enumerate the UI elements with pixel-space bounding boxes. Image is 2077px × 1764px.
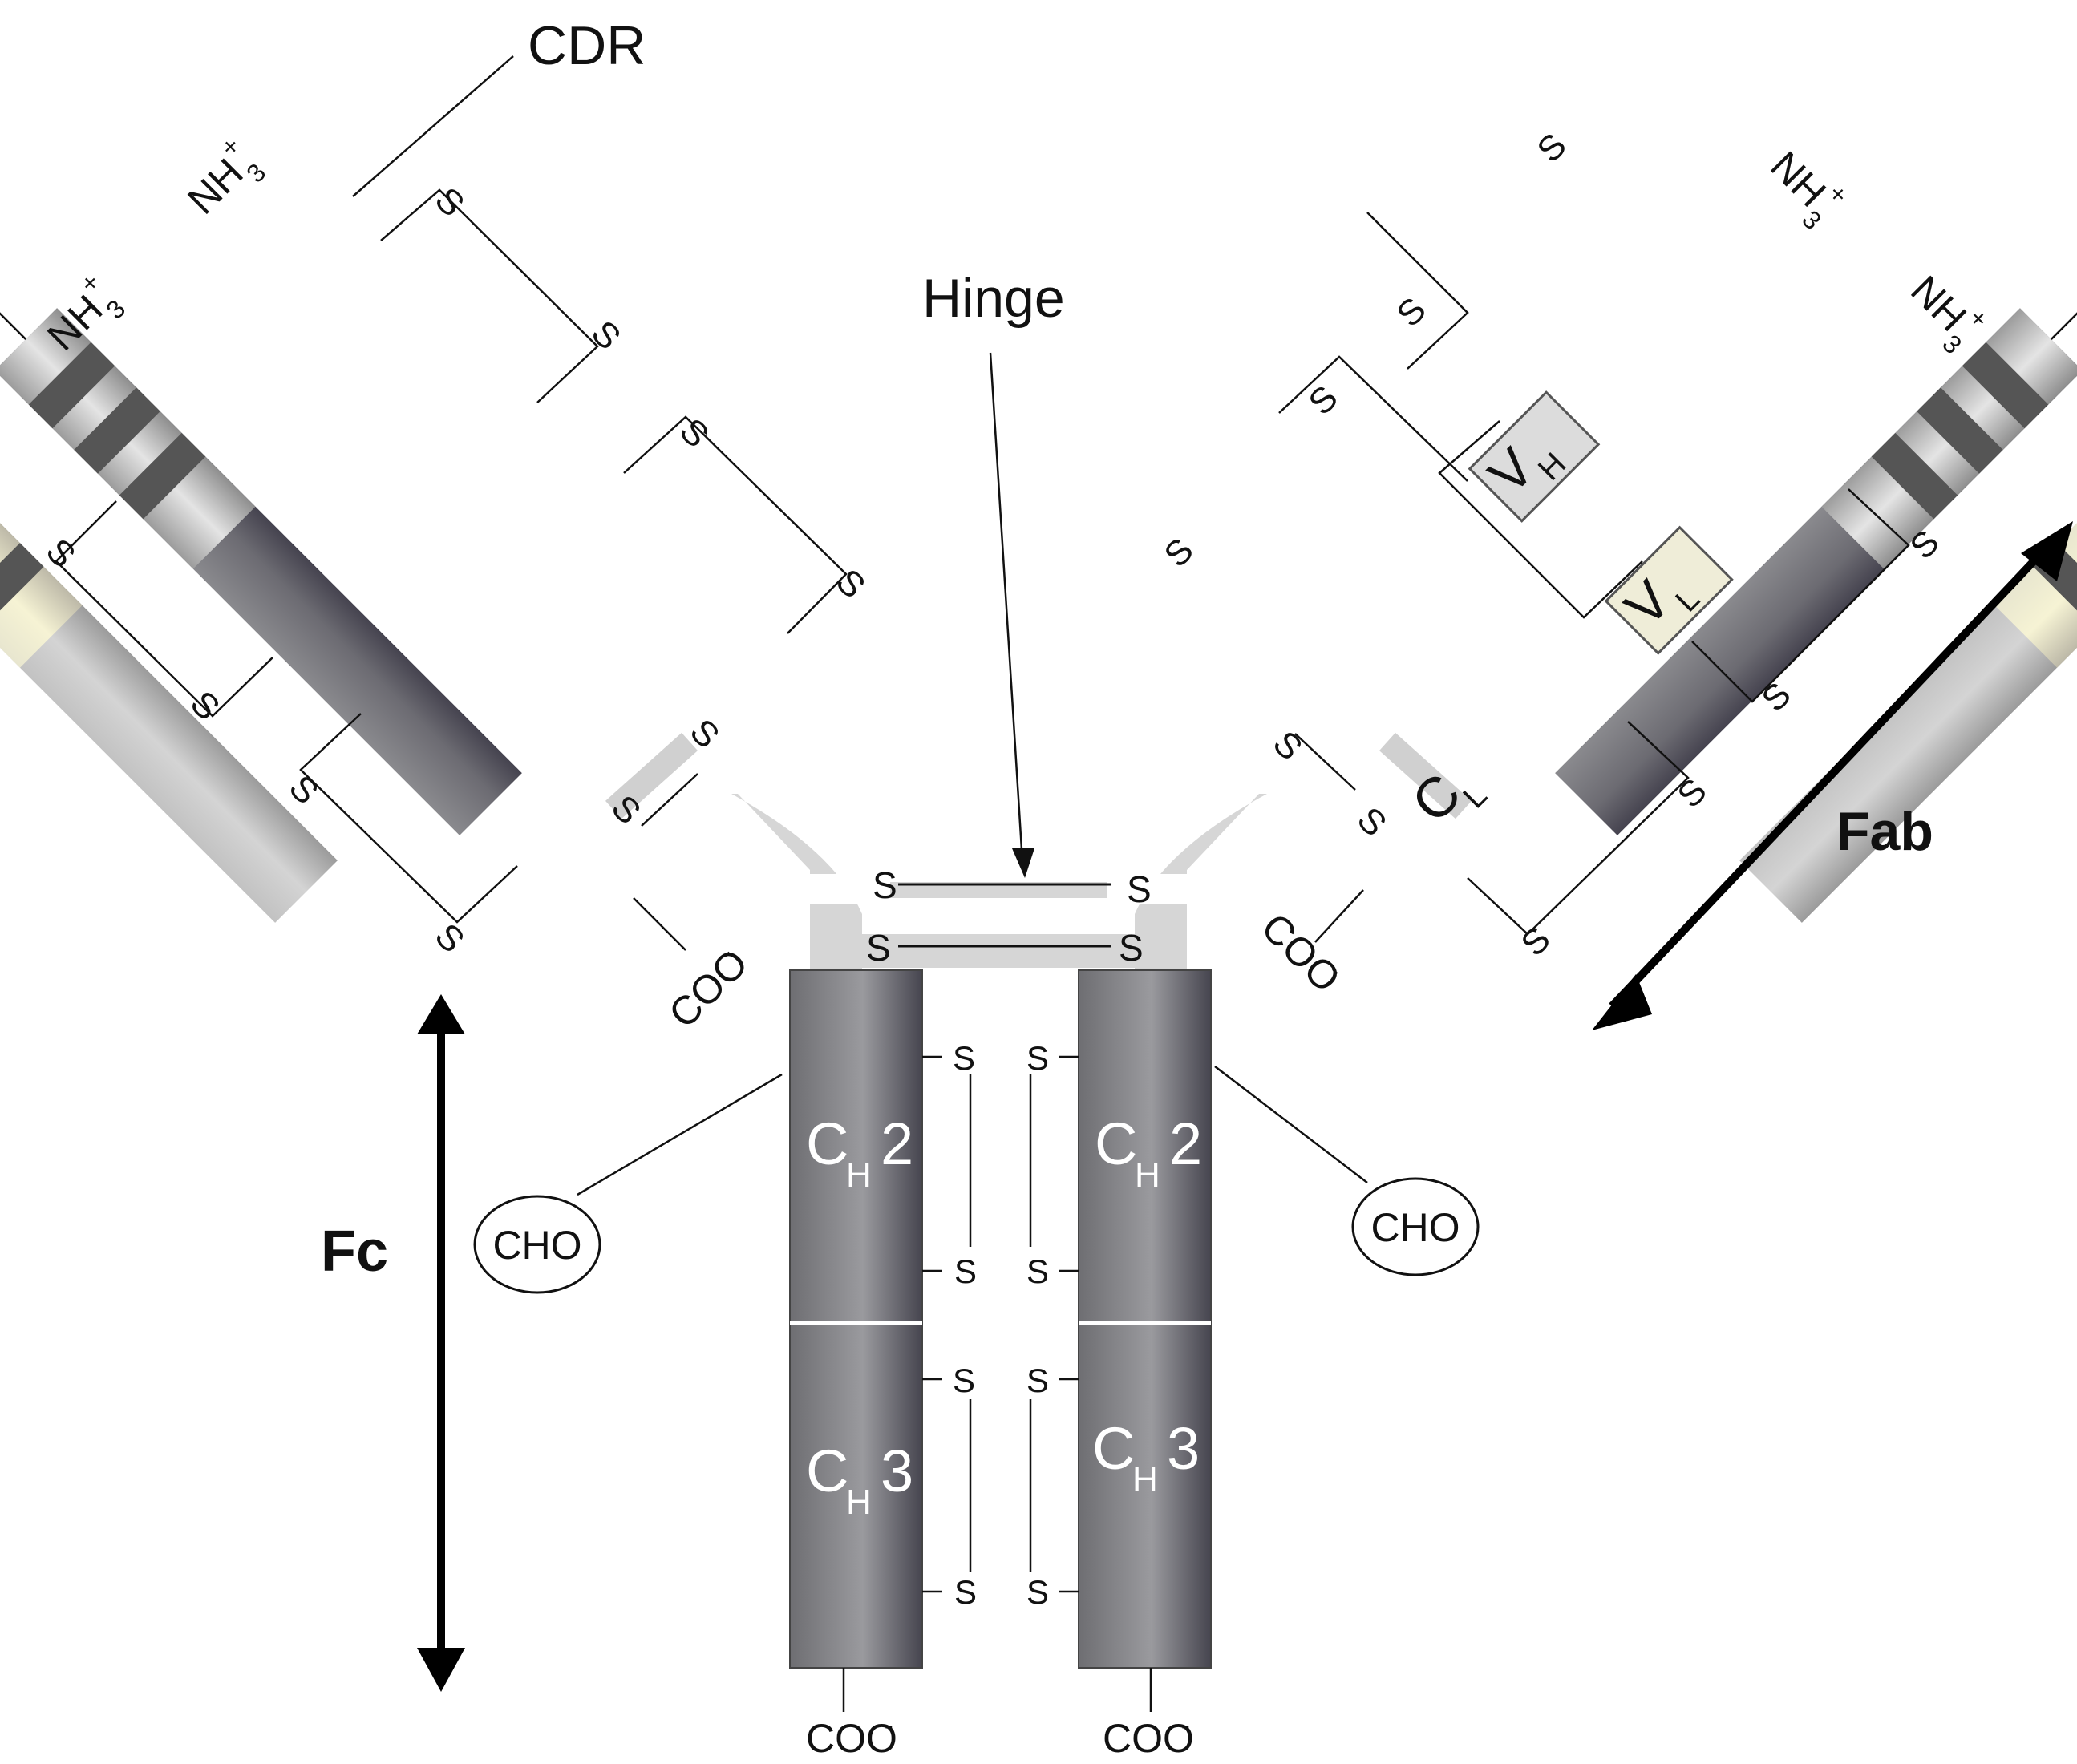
cdr-band [1962,342,2049,429]
svg-text:COO: COO [1253,904,1349,1001]
svg-text:S: S [672,411,716,455]
svg-text:S: S [427,180,472,224]
svg-text:2: 2 [1169,1111,1202,1177]
svg-text:S: S [1529,126,1573,170]
svg-text:S: S [1127,868,1152,910]
svg-text:S: S [1119,927,1144,969]
coo-right-arm: COO - [1253,904,1350,1001]
cdr-band [1917,387,2003,474]
svg-text:S: S [866,927,891,969]
vl-right-label: V L [1604,525,1734,655]
svg-text:S: S [584,313,628,357]
sulfur-labels-hinge: S S S S [866,864,1152,969]
vh-right-label: V H [1468,390,1601,523]
svg-text:COO: COO [660,941,756,1037]
ch3-right-label: C H 3 [1092,1415,1200,1499]
svg-text:S: S [873,864,897,906]
ch2-left-label: C H 2 [806,1111,913,1195]
sulfur-labels-fc: S S S S S S S S [953,1039,1049,1611]
svg-text:S: S [1026,1573,1049,1611]
hinge-label: Hinge [922,268,1065,329]
svg-text:NH: NH [179,150,252,223]
svg-text:C: C [806,1111,848,1177]
svg-text:S: S [1389,290,1433,334]
svg-text:S: S [1670,771,1714,815]
svg-text:H: H [1132,1460,1158,1499]
ch2-right-label: C H 2 [1095,1111,1202,1195]
left-arm-disulfides [55,188,848,951]
fc-right-chain [1078,969,1212,1669]
svg-text:S: S [427,916,472,960]
svg-text:-: - [885,1711,893,1740]
fc-left-chain [789,969,923,1669]
svg-text:3: 3 [881,1438,913,1504]
fc-label: Fc [321,1220,388,1284]
hinge-region [731,794,1267,970]
nh3-heavy-right: NH 3 + [1762,143,1853,235]
fab-arrow [1592,521,2073,1030]
left-heavy-chain [0,304,522,835]
svg-text:S: S [1265,723,1310,767]
hinge-disulfide-bonds [898,883,1111,948]
right-arm-disulfides [1278,212,1910,943]
cdr-label: CDR [528,15,646,76]
svg-text:S: S [954,1252,977,1290]
cho-label: CHO [1370,1205,1460,1250]
cdr-band [0,543,44,629]
left-light-chain [0,418,338,923]
cho-right: CHO [1214,1066,1480,1276]
sulfur-labels-left: S S S S S S S S S S [38,180,873,960]
coo-left-arm: COO - [660,940,756,1037]
ch3-left-label: C H 3 [806,1438,913,1522]
cho-left: CHO [473,1073,783,1294]
svg-text:C: C [1095,1111,1137,1177]
svg-text:S: S [953,1039,975,1077]
svg-text:NH: NH [1902,267,1975,340]
svg-text:S: S [1026,1039,1049,1077]
svg-text:H: H [846,1155,872,1195]
svg-text:NH: NH [1762,143,1835,216]
coo-fc-right: COO - [1103,1711,1194,1761]
svg-text:3: 3 [1167,1415,1200,1482]
svg-text:H: H [846,1483,872,1522]
right-heavy-chain [1555,304,2077,835]
cdr-band [1871,432,1958,520]
cdr-band [74,387,160,474]
svg-text:H: H [1135,1155,1160,1195]
svg-text:S: S [1026,1361,1049,1399]
svg-text:S: S [1026,1252,1049,1290]
svg-text:2: 2 [881,1111,913,1177]
svg-text:S: S [281,767,326,811]
fc-disulfide-bonds [922,1055,1079,1593]
svg-text:C: C [1092,1415,1135,1482]
fab-label: Fab [1836,801,1933,862]
svg-text:S: S [1350,799,1394,844]
svg-text:1: 1 [1354,542,1420,609]
svg-text:C: C [806,1438,848,1504]
svg-text:COO: COO [806,1716,897,1761]
svg-text:S: S [954,1573,977,1611]
nh3-heavy-left: NH 3 + [179,131,271,223]
cdr-band [119,432,206,520]
cho-label: CHO [492,1223,581,1268]
coo-fc-left: COO - [806,1711,897,1761]
fc-arrow [417,994,465,1692]
nh3-light-right: NH 3 + [1902,267,1994,359]
svg-text:COO: COO [1103,1716,1194,1761]
svg-text:S: S [828,561,873,605]
ch1-right-label: C H 1 [1303,542,1420,658]
svg-text:-: - [1181,1711,1190,1740]
svg-text:S: S [1156,531,1200,575]
svg-text:S: S [953,1361,975,1399]
cdr-band [28,342,115,429]
